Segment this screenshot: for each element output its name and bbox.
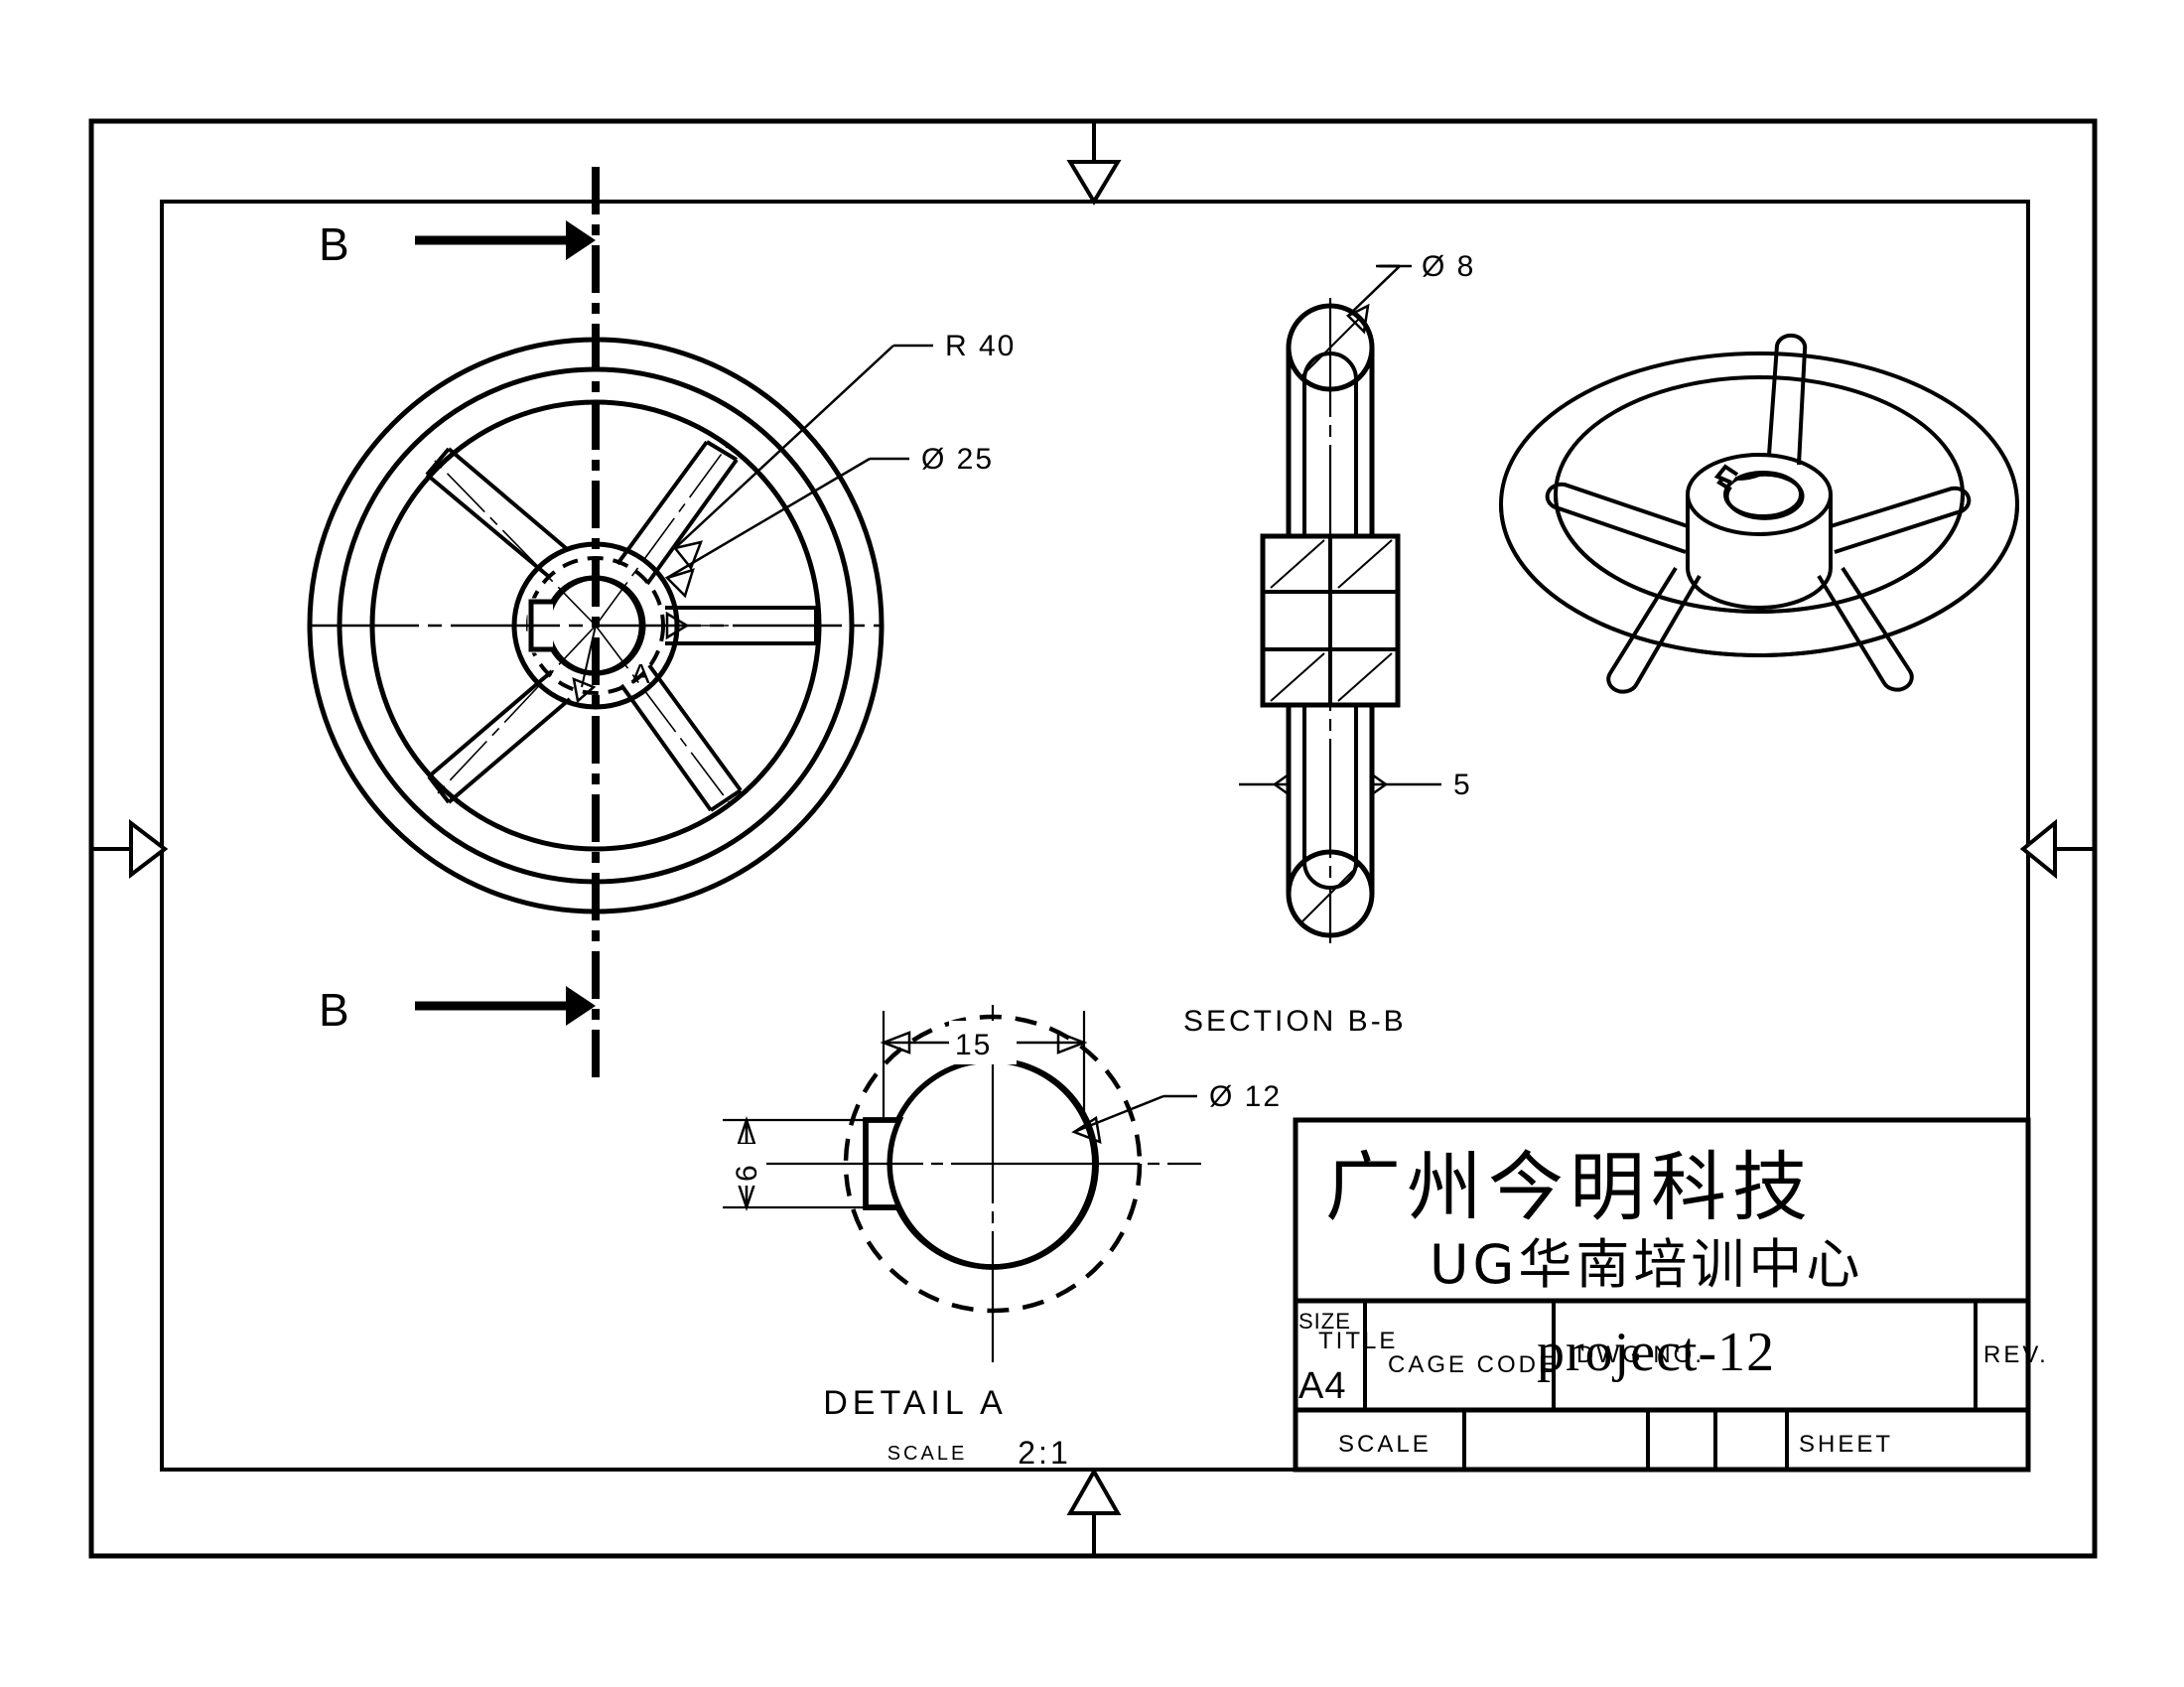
section-b-b-view: Ø 8 5 [1239, 250, 1475, 943]
section-hatch-top [1270, 539, 1393, 589]
dim-5-label: 5 [1453, 769, 1472, 801]
section-arrow-bottom [415, 986, 596, 1026]
center-marker-right [2019, 818, 2095, 880]
section-letter-bottom: B [319, 984, 349, 1036]
tb-cage-code-label: CAGE CODE [1388, 1351, 1558, 1378]
dim-6-group [723, 1116, 886, 1211]
tb-size-value: A4 [1298, 1365, 1346, 1407]
detail-a-scale-prefix: SCALE [887, 1443, 968, 1465]
section-arrow-top [415, 220, 596, 260]
dim-dia12-label: Ø 12 [1209, 1080, 1282, 1113]
dim-15-group [880, 1011, 1088, 1122]
leader-dia25 [664, 457, 909, 599]
iso-keyway [1713, 464, 1739, 485]
company-name-line2: UG华南培训中心 [1430, 1233, 1863, 1296]
dim-6-label: 6 [731, 1163, 763, 1182]
tb-title-value: project-12 [1537, 1322, 1775, 1383]
section-b-b-label: SECTION B-B [1183, 1005, 1407, 1038]
tb-scale-label: SCALE [1338, 1431, 1432, 1458]
iso-spoke-group [1545, 333, 1972, 694]
iso-hub-top [1686, 453, 1833, 536]
detail-a-letter: A [631, 658, 650, 689]
tb-sheet-label: SHEET [1799, 1431, 1893, 1458]
front-wheel-view: B B R 40 Ø 25 [307, 167, 1016, 1084]
dim-15-label: 15 [955, 1029, 992, 1061]
iso-rim-inner-bottom-arc [1554, 493, 1965, 614]
center-marker-top [1066, 121, 1122, 206]
spoke-group [425, 440, 818, 812]
spoke-centerlines [432, 446, 806, 803]
leader-r40 [672, 344, 933, 571]
iso-hub-body [1686, 494, 1833, 610]
dim-5-group [1239, 772, 1441, 797]
section-rim-hatch [1301, 319, 1359, 922]
dim-r40-label: R 40 [945, 330, 1016, 362]
section-hatch-bottom [1270, 652, 1393, 702]
section-letter-top: B [319, 218, 349, 270]
company-name-line1: 广州今明科技 [1325, 1143, 1814, 1231]
isometric-view [1499, 333, 2019, 694]
center-marker-left [91, 818, 169, 880]
section-spoke-walls [1286, 348, 1375, 894]
detail-a-scale-value: 2:1 [1018, 1435, 1070, 1471]
detail-a-view: 15 6 Ø 12 DETAIL A SCALE 2:1 [723, 1005, 1282, 1471]
detail-a-title: DETAIL A [823, 1384, 1008, 1422]
center-marker-bottom [1066, 1467, 1122, 1556]
tb-size-label: SIZE [1298, 1309, 1351, 1334]
leader-dia8 [1345, 264, 1412, 335]
tb-dwg-no-label: DWG NO. [1576, 1341, 1705, 1368]
iso-bore [1723, 471, 1803, 518]
leader-dia12 [1071, 1094, 1197, 1144]
title-block: 广州今明科技 UG华南培训中心 TITLE project-12 SIZE A4… [1293, 1117, 2049, 1473]
tb-rev-label: REV. [1983, 1341, 2049, 1368]
iso-rim-bottom-arc [1499, 503, 2019, 657]
dim-dia25-label: Ø 25 [921, 443, 994, 476]
dim-dia8-label: Ø 8 [1422, 250, 1475, 283]
tb-title-label: TITLE [1318, 1328, 1398, 1354]
